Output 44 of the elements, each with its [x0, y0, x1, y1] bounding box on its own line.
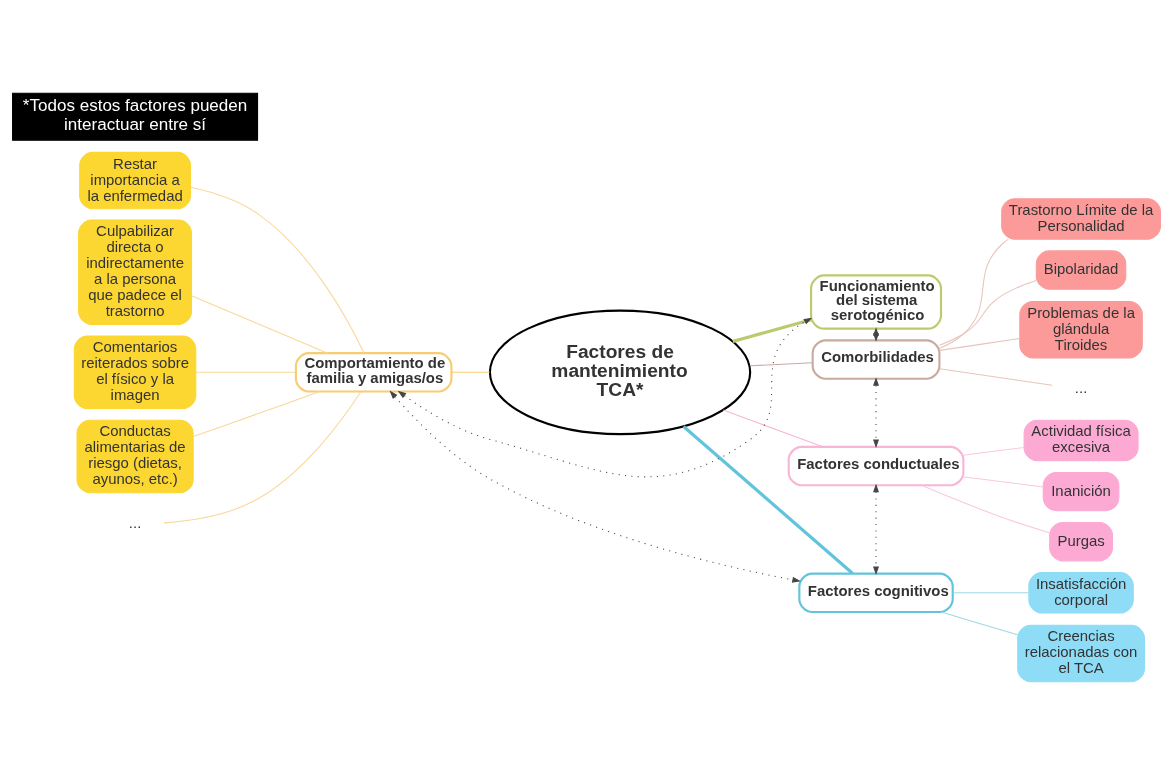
node-box: Comorbilidades: [811, 338, 941, 380]
node-box: Culpabilizar directa o indirectamente a la persona que padece el trastorno: [78, 218, 193, 325]
connector: [952, 591, 1030, 593]
connector: [682, 424, 854, 575]
connector: [163, 390, 362, 523]
node-box: Insatisfacción corporal: [1028, 571, 1134, 614]
node-box: Conductas alimentarias de riesgo (dietas, ayunos, etc.): [76, 419, 194, 493]
connector: [920, 484, 1050, 533]
node-box: Bipolaridad: [1035, 249, 1127, 290]
node-box: Restar importancia a la enfermedad: [79, 151, 191, 209]
arrow: [397, 317, 813, 477]
connector: [938, 238, 1009, 349]
connector: [732, 317, 812, 343]
connector: [195, 371, 297, 373]
connector: [749, 361, 814, 366]
connector: [939, 367, 1053, 386]
node-box: Comentarios reiterados sobre el físico y la imagen: [73, 335, 197, 409]
node-box: Inanición: [1042, 471, 1120, 511]
node-text: ...: [128, 514, 142, 531]
node-box: Factores conductuales: [787, 445, 965, 486]
arrow: [873, 483, 880, 575]
connector: [938, 279, 1037, 346]
connector: [451, 371, 491, 373]
node-box: *Todos estos factores pueden interactuar entre sí: [12, 92, 259, 141]
node-box: Actividad física excesiva: [1023, 419, 1139, 461]
arrow: [389, 390, 801, 583]
connector: [191, 294, 328, 354]
node-box: Problemas de la glándula Tiroides: [1019, 300, 1143, 358]
connector: [962, 475, 1044, 487]
node-text: ...: [1074, 379, 1088, 396]
node-box: Purgas: [1049, 521, 1114, 561]
connector: [722, 409, 824, 447]
connector: [192, 390, 321, 437]
connector: [940, 611, 1019, 635]
connector: [939, 337, 1021, 351]
node-box: Comportamiento de familia y amigas/os: [294, 351, 453, 393]
node-box: Creencias relacionadas con el TCA: [1017, 624, 1145, 682]
node-box: Funcionamiento del sistema serotogénico: [810, 273, 943, 330]
node-box: Trastorno Límite de la Personalidad: [1001, 197, 1161, 240]
connector: [190, 186, 365, 353]
connector: [962, 446, 1025, 456]
node-ellipse: Factores de mantenimiento TCA*: [488, 309, 752, 435]
node-box: Factores cognitivos: [798, 572, 954, 613]
arrow: [873, 376, 880, 448]
